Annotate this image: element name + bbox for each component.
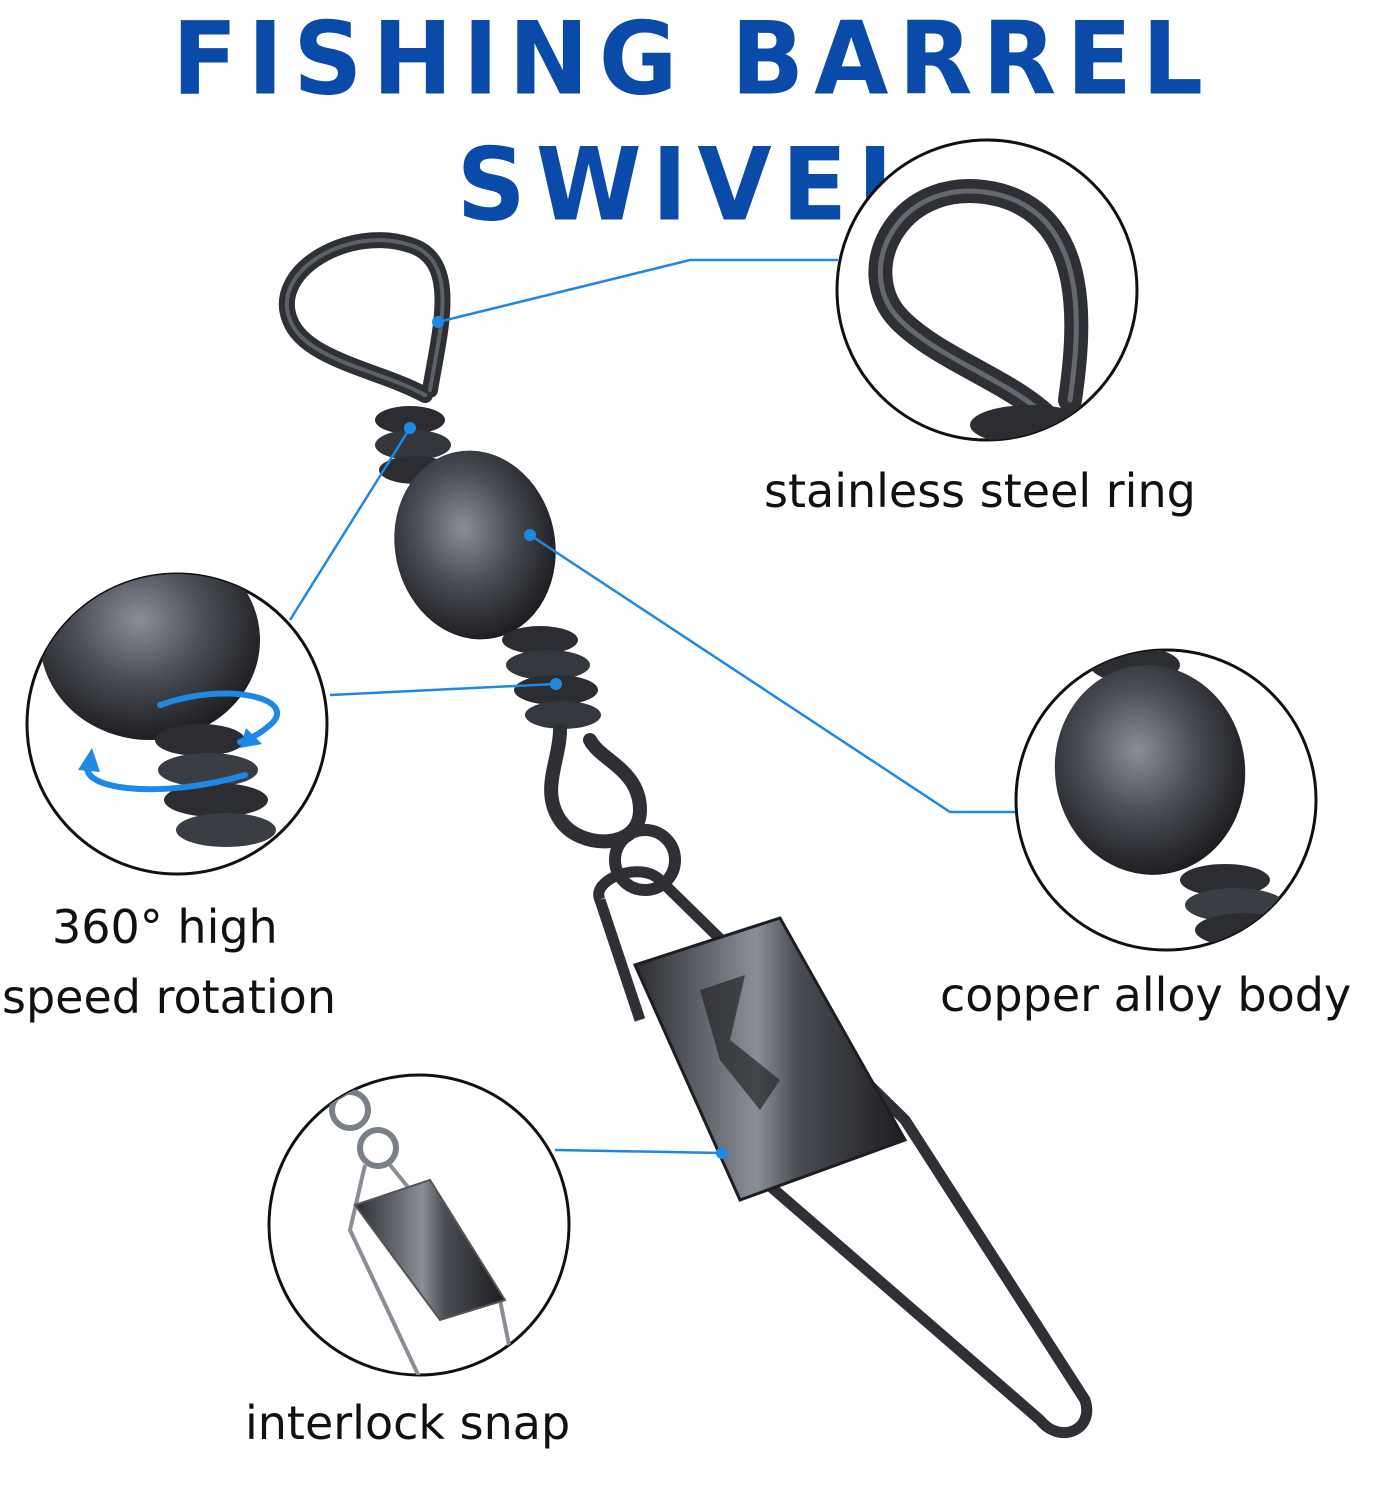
callout-circle-body	[1014, 648, 1318, 952]
rotation-arrows-icon	[78, 690, 281, 793]
callout-line-rotation-top	[288, 427, 412, 621]
callout-line-snap	[554, 1148, 723, 1155]
page-title: FISHING BARREL SWIVEL	[171, 0, 1214, 244]
label-rotation-line2: speed rotation	[2, 970, 336, 1024]
callout-dots	[404, 316, 728, 1159]
label-stainless-steel-ring: stainless steel ring	[764, 464, 1196, 518]
callout-circle-rotation	[25, 572, 329, 876]
label-rotation-line1: 360° high	[52, 900, 278, 954]
callout-line-body	[529, 533, 1020, 814]
callout-circle-ring	[835, 138, 1139, 442]
swivel-main	[279, 232, 1093, 1439]
callout-circle-snap	[267, 1073, 571, 1377]
label-copper-alloy-body: copper alloy body	[940, 968, 1352, 1022]
callout-line-rotation-bottom	[329, 682, 557, 697]
callout-lines	[288, 258, 1020, 1155]
label-interlock-snap: interlock snap	[245, 1396, 571, 1450]
callout-line-ring	[437, 258, 838, 324]
